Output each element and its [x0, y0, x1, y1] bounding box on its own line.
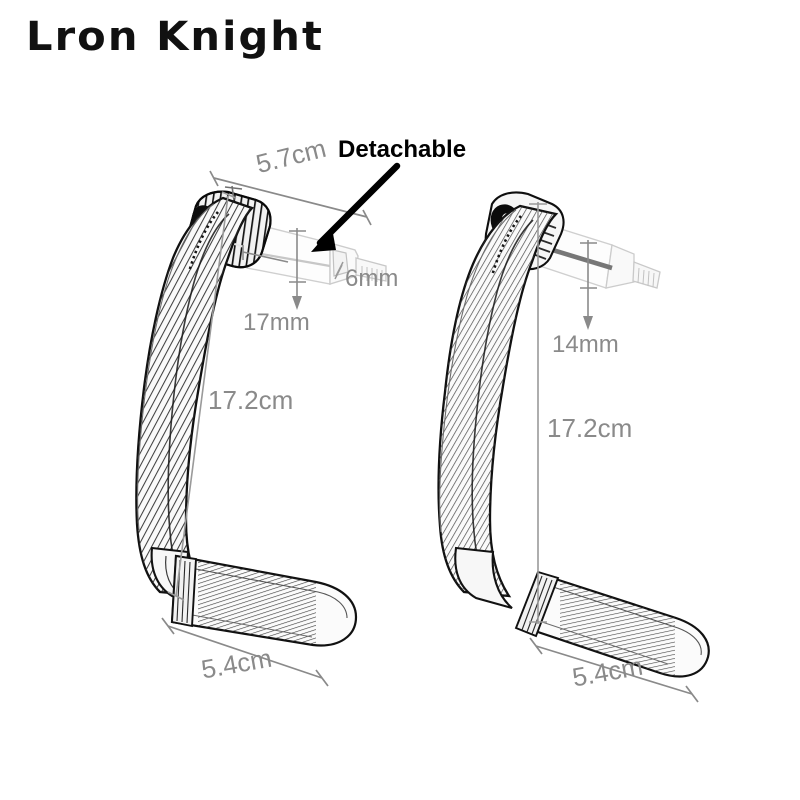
- dim-label-right-clamp-bore: 14mm: [552, 331, 619, 358]
- brand-logo: Lron Knight: [26, 14, 324, 60]
- dim-label-left-bolt-size: 6mm: [345, 265, 399, 292]
- dim-line-right-5-4cm: [529, 637, 699, 703]
- dim-line-6mm: [334, 261, 344, 280]
- detachable-arrow: [311, 162, 401, 252]
- dim-line-17mm: [242, 228, 306, 310]
- dim-label-right-overall-height: 17.2cm: [547, 413, 633, 443]
- dim-line-right-17-2cm: [529, 202, 547, 624]
- dim-line-14mm: [580, 240, 597, 330]
- left-grip: [170, 554, 358, 647]
- dim-line-5-4cm: [161, 617, 329, 687]
- right-elbow: [454, 546, 513, 610]
- right-grip: [514, 570, 710, 678]
- left-lever-drawing: [135, 170, 387, 687]
- detachable-callout-label: Detachable: [338, 136, 467, 163]
- dim-line-5-7cm: [209, 170, 372, 226]
- dim-label-left-clamp-bore: 17mm: [243, 309, 310, 336]
- right-lever-drawing: [437, 191, 710, 703]
- dim-line-17-2cm: [167, 191, 237, 601]
- dim-label-left-overall-height: 17.2cm: [208, 385, 294, 415]
- left-detachable-adapter: [246, 221, 387, 285]
